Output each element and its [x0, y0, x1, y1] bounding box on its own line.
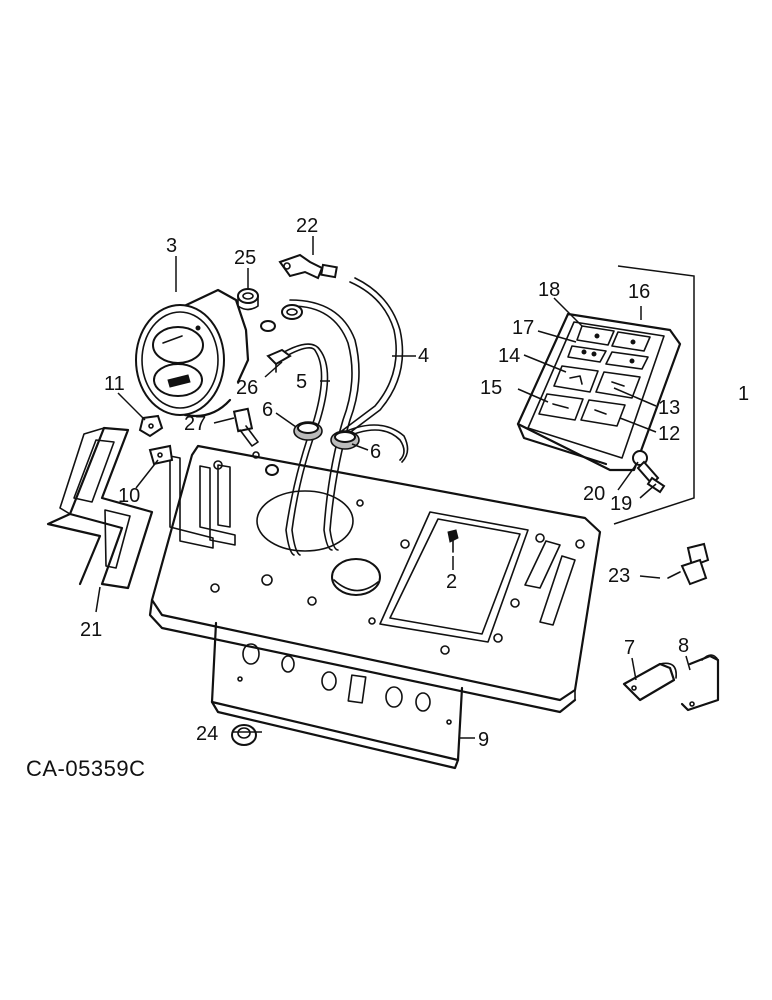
callout-numbers: 1 2 3 4 5 6 6 7 8 9 10 11 12 13 14 15 16… — [80, 215, 749, 751]
callout-17: 17 — [512, 317, 534, 339]
cable-fittings — [232, 253, 338, 476]
callout-10: 10 — [118, 485, 140, 507]
leader-lines — [95, 236, 691, 739]
callout-25: 25 — [234, 247, 256, 269]
small-clips — [138, 414, 174, 466]
callout-6b: 6 — [370, 441, 381, 463]
callout-24: 24 — [196, 723, 218, 745]
screw — [447, 529, 459, 553]
callout-6a: 6 — [262, 399, 273, 421]
callout-20: 20 — [583, 483, 605, 505]
callout-19: 19 — [610, 493, 632, 515]
drawing-code: CA-05359C — [26, 756, 145, 781]
cables — [273, 277, 409, 556]
callout-9: 9 — [478, 729, 489, 751]
callout-14: 14 — [498, 345, 520, 367]
callout-7: 7 — [624, 637, 635, 659]
callout-5: 5 — [296, 371, 307, 393]
callout-23: 23 — [608, 565, 630, 587]
sender-switch — [667, 542, 710, 586]
callout-12: 12 — [658, 423, 680, 445]
callout-2: 2 — [446, 571, 457, 593]
callout-15: 15 — [480, 377, 502, 399]
callout-11: 11 — [104, 373, 125, 395]
tachometer-cluster — [135, 288, 250, 418]
cable-clamps — [622, 654, 720, 712]
instrument-panel — [148, 444, 602, 714]
mounting-bracket — [46, 426, 154, 590]
callout-1: 1 — [738, 383, 749, 405]
indicator-module — [516, 312, 682, 472]
callout-22: 22 — [296, 215, 318, 237]
callout-21: 21 — [80, 619, 102, 641]
callout-8: 8 — [678, 635, 689, 657]
callout-27: 27 — [184, 413, 206, 435]
plug-button — [231, 724, 257, 746]
callout-4: 4 — [418, 345, 429, 367]
callout-26: 26 — [236, 377, 258, 399]
callout-16: 16 — [628, 281, 650, 303]
callout-bracket-1 — [613, 265, 695, 525]
lower-front-panel — [210, 621, 464, 770]
callout-13: 13 — [658, 397, 680, 419]
bulb-socket — [632, 450, 666, 494]
callout-18: 18 — [538, 279, 560, 301]
callout-3: 3 — [166, 235, 177, 257]
